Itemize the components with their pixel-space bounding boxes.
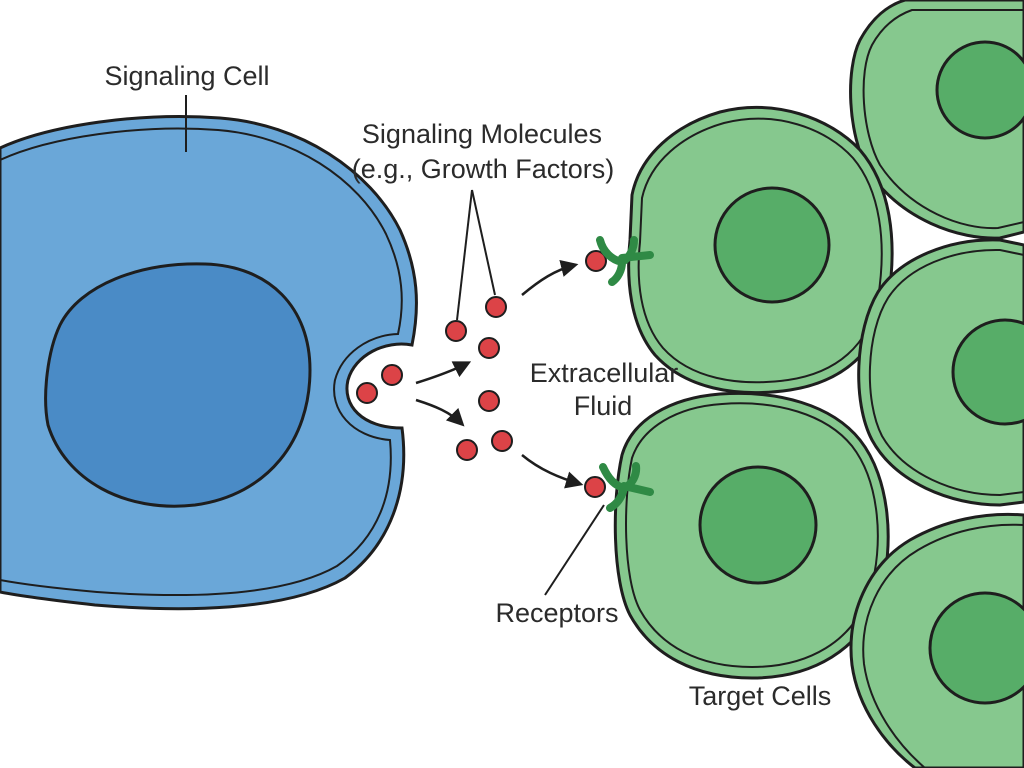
signaling-molecule bbox=[478, 337, 500, 359]
receptor-top bbox=[596, 236, 654, 286]
leader-receptors bbox=[544, 504, 605, 596]
target-cell-top-right bbox=[849, 0, 1024, 240]
signaling-cell bbox=[0, 115, 418, 611]
leader-lines bbox=[185, 95, 605, 596]
bound-molecule bbox=[584, 476, 606, 498]
receptor-bottom bbox=[599, 462, 654, 512]
arrow-to-bottom-receptor bbox=[521, 454, 584, 489]
arrow-up-right bbox=[415, 361, 472, 385]
signaling-molecules bbox=[356, 250, 607, 498]
signaling-molecule bbox=[356, 382, 378, 404]
target-cell-bottom-right bbox=[849, 512, 1024, 768]
receptors-label: Receptors bbox=[495, 598, 618, 628]
signaling-molecule bbox=[381, 364, 403, 386]
target-cell-middle-top bbox=[627, 105, 894, 395]
target-cells-group bbox=[613, 0, 1024, 768]
bound-molecule bbox=[585, 250, 607, 272]
signaling-cell-label: Signaling Cell bbox=[104, 61, 269, 91]
diffusion-arrows bbox=[415, 259, 584, 489]
extracellular-fluid-sublabel: Fluid bbox=[574, 391, 633, 421]
signaling-molecule bbox=[478, 390, 500, 412]
signaling-cell-nucleus bbox=[44, 262, 312, 508]
target-cell-right-middle bbox=[857, 238, 1024, 507]
signaling-molecules-label: Signaling Molecules bbox=[362, 119, 602, 149]
arrow-to-top-receptor bbox=[521, 259, 579, 296]
labels: Signaling Cell Signaling Molecules (e.g.… bbox=[104, 61, 831, 711]
signaling-molecule bbox=[445, 320, 467, 342]
target-cells-label: Target Cells bbox=[689, 681, 832, 711]
extracellular-fluid-label: Extracellular bbox=[530, 358, 679, 388]
leader-molecules-left bbox=[456, 189, 473, 321]
signaling-molecules-sublabel: (e.g., Growth Factors) bbox=[352, 154, 615, 184]
target-cell-middle-bottom bbox=[613, 391, 890, 680]
signaling-molecule bbox=[485, 296, 507, 318]
signaling-molecule bbox=[491, 430, 513, 452]
leader-molecules-right bbox=[471, 189, 496, 296]
arrow-down-right bbox=[415, 398, 465, 427]
receptors bbox=[596, 236, 654, 512]
signaling-molecule bbox=[456, 439, 478, 461]
